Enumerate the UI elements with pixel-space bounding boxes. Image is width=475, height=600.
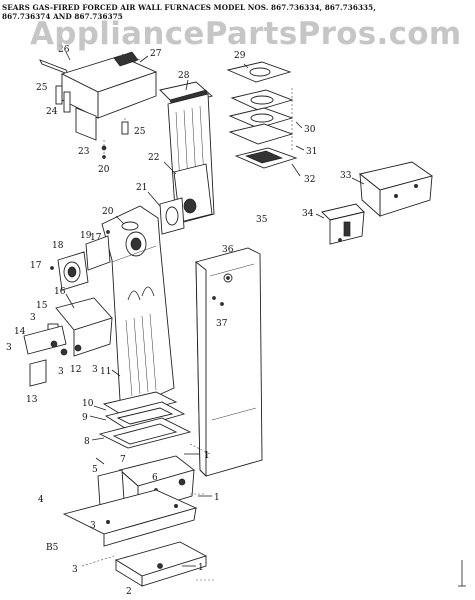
callout-34: 34 (302, 209, 314, 219)
callout-22: 22 (148, 153, 159, 163)
callout-25-upper: 25 (36, 83, 48, 93)
callout-15: 15 (36, 301, 48, 311)
part-16-valve-bracket (55, 297, 113, 357)
callout-29: 29 (234, 51, 246, 61)
part-30-gasket (228, 89, 294, 129)
part-25-side-bracket (55, 85, 71, 113)
part-37-screws (212, 296, 224, 306)
callout-9: 9 (82, 413, 88, 423)
callout-10: 10 (82, 399, 94, 409)
callout-23: 23 (78, 147, 90, 157)
callout-19: 19 (80, 231, 92, 241)
part-9-gasket (104, 401, 186, 431)
part-8-gasket (98, 417, 192, 449)
callout-12: 12 (70, 365, 81, 375)
part-35-back-panel (195, 247, 263, 478)
part-25-lower-bracket (121, 118, 129, 135)
callout-1-c: 1 (198, 563, 204, 573)
callout-25-lower: 25 (134, 127, 146, 137)
part-10-burner-plate (102, 391, 178, 417)
watermark-logo: AppliancePartsPros.com (30, 16, 462, 52)
part-33-control-box (358, 161, 434, 218)
callout-11: 11 (100, 367, 111, 377)
callout-3-f: 3 (72, 565, 78, 575)
part-2-base (114, 541, 208, 587)
part-11-heat-exchanger (101, 205, 175, 415)
scale-tick (458, 560, 466, 587)
part-36-fitting (223, 273, 233, 283)
part-21-gasket (159, 197, 185, 235)
callout-7: 7 (120, 455, 126, 465)
callout-24: 24 (46, 107, 58, 117)
part-34-bracket (321, 203, 365, 245)
part-13-bracket (29, 359, 47, 387)
diagram-title-line-2: 867.736374 AND 867.736375 (2, 12, 123, 21)
part-17-screws (50, 230, 110, 270)
leader-lines (65, 51, 365, 567)
diagram-code: B5 (46, 543, 59, 553)
callout-31: 31 (306, 147, 317, 157)
callout-3-a: 3 (30, 313, 36, 323)
callout-8: 8 (84, 437, 90, 447)
callout-17-left: 17 (30, 261, 42, 271)
part-19-gasket (85, 235, 111, 271)
callout-21: 21 (136, 183, 147, 193)
callout-36: 36 (222, 245, 234, 255)
callout-14: 14 (14, 327, 26, 337)
callout-28: 28 (178, 71, 190, 81)
callout-17-right: 17 (90, 233, 102, 243)
callout-20-upper: 20 (98, 165, 110, 175)
callout-2: 2 (126, 587, 132, 597)
callout-37: 37 (216, 319, 228, 329)
part-31-plate (228, 123, 294, 145)
callout-35: 35 (256, 215, 268, 225)
callout-1-b: 1 (214, 493, 220, 503)
callout-26: 26 (58, 45, 70, 55)
callout-3-d: 3 (92, 365, 98, 375)
callout-20-lower: 20 (102, 207, 114, 217)
part-23-screw (101, 140, 107, 160)
callout-32: 32 (304, 175, 315, 185)
callout-6: 6 (152, 473, 158, 483)
part-26-bracket (39, 59, 69, 75)
part-22-flue-collector (173, 163, 213, 223)
part-27-draft-hood (60, 51, 158, 119)
callout-3-b: 3 (6, 343, 12, 353)
callout-30: 30 (304, 125, 316, 135)
diagram-title-line-1: SEARS GAS-FIRED FORCED AIR WALL FURNACES… (2, 3, 376, 12)
callout-4: 4 (38, 495, 44, 505)
callout-27: 27 (150, 49, 162, 59)
callout-3-c: 3 (58, 367, 64, 377)
callout-13: 13 (26, 395, 38, 405)
callout-33: 33 (340, 171, 352, 181)
part-32-gasket (234, 147, 298, 169)
part-29-top-plate (226, 61, 292, 83)
callout-5: 5 (92, 465, 98, 475)
part-18-sight-glass (57, 251, 89, 291)
callout-3-e: 3 (90, 521, 96, 531)
part-20-burner-tube (121, 221, 139, 231)
part-14-manifold (23, 325, 82, 356)
callout-1-a: 1 (204, 451, 210, 461)
diagram-title: SEARS GAS-FIRED FORCED AIR WALL FURNACES… (2, 3, 470, 21)
callout-18: 18 (52, 241, 64, 251)
callout-16: 16 (54, 287, 66, 297)
part-4-bottom-panel (62, 489, 198, 547)
part-24-side-panel (75, 107, 97, 141)
